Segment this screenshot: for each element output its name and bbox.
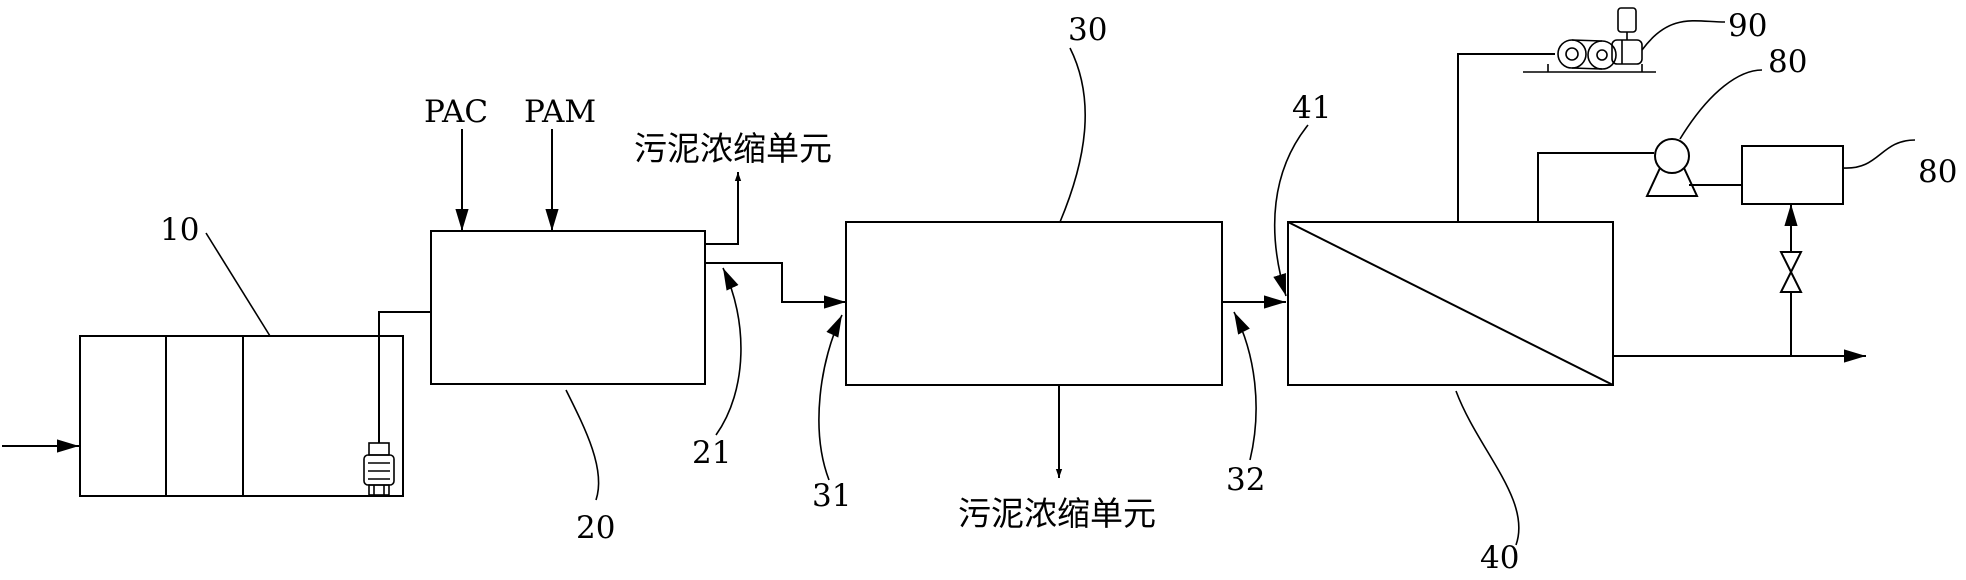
label-90: 90 <box>1728 8 1767 44</box>
label-41: 41 <box>1292 90 1331 126</box>
label-sludge-unit-1: 污泥浓缩单元 <box>634 129 832 168</box>
leader-20 <box>565 389 600 501</box>
chemical-tank-80 <box>1741 145 1844 205</box>
submersible-pump-icon <box>363 442 395 496</box>
label-80-pump: 80 <box>1768 44 1807 80</box>
leader-80-tank <box>1842 139 1916 169</box>
membrane-unit-40 <box>1287 221 1614 386</box>
leader-40 <box>1455 390 1520 546</box>
leader-41 <box>1273 124 1309 297</box>
label-10: 10 <box>160 212 199 248</box>
leader-90 <box>1641 20 1726 51</box>
leader-30 <box>1059 47 1086 223</box>
valve-icon <box>1779 251 1803 293</box>
label-40: 40 <box>1480 540 1519 575</box>
label-31: 31 <box>812 478 851 514</box>
leader-32 <box>1233 311 1257 461</box>
label-21: 21 <box>692 435 731 471</box>
leader-80-pump <box>1679 69 1763 140</box>
blower-icon <box>1523 7 1656 73</box>
tank-10 <box>79 335 404 497</box>
pipe-20-to-30 <box>705 262 846 309</box>
label-80-tank: 80 <box>1918 154 1957 190</box>
air-pipe <box>1457 53 1555 222</box>
cleaning-pipe <box>1537 152 1654 222</box>
label-32: 32 <box>1226 462 1265 498</box>
tank-30 <box>845 221 1223 386</box>
leader-31 <box>818 314 843 481</box>
leader-21 <box>715 267 742 436</box>
label-sludge-unit-2: 污泥浓缩单元 <box>958 494 1156 533</box>
label-30: 30 <box>1068 12 1107 48</box>
dosing-pump-icon <box>1645 138 1742 197</box>
label-20: 20 <box>576 510 615 546</box>
label-pac: PAC <box>424 94 488 130</box>
tank-20 <box>430 230 706 385</box>
pump-riser-pipe <box>378 311 431 443</box>
label-pam: PAM <box>524 94 596 130</box>
sludge-line-20 <box>705 172 742 245</box>
leader-10 <box>205 232 271 337</box>
